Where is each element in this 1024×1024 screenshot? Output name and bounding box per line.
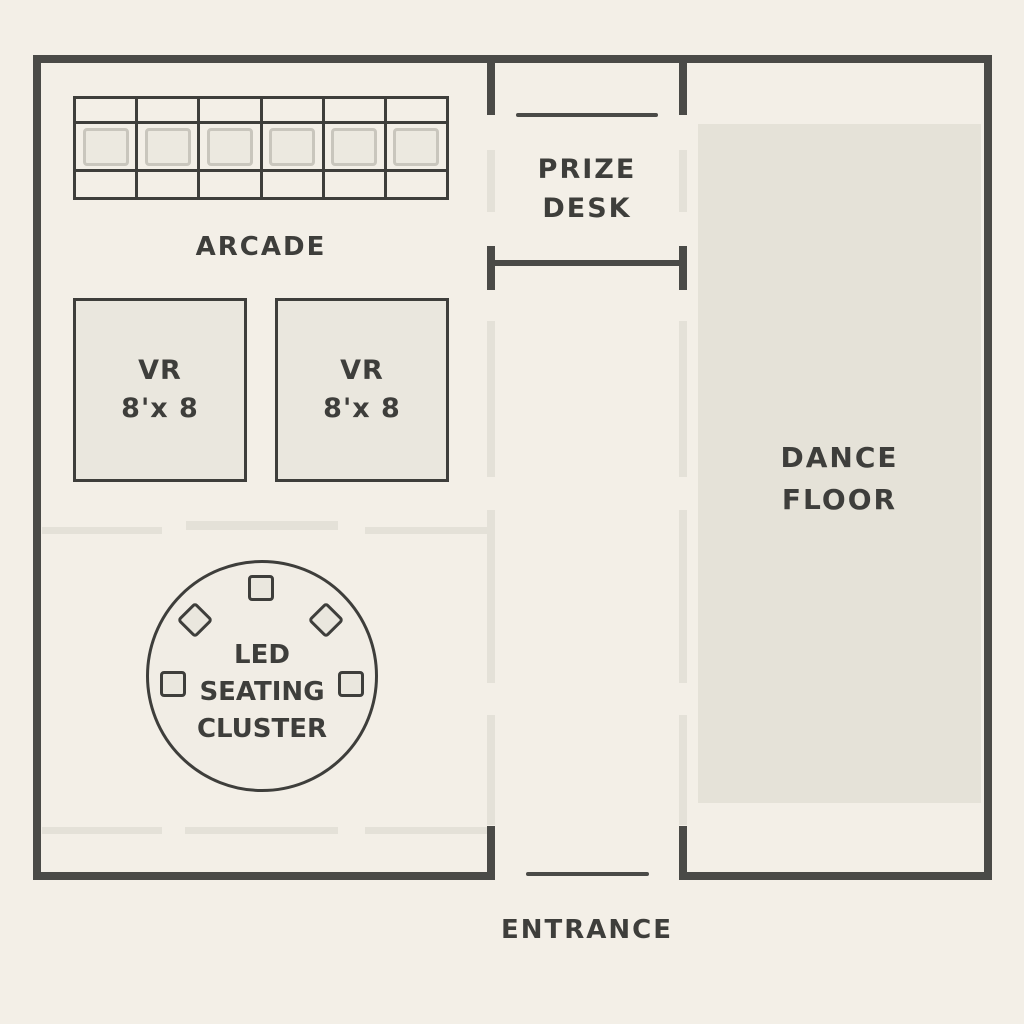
corridor-partition <box>679 321 687 477</box>
wall-right-bottom <box>679 872 992 880</box>
arcade-machine-top <box>324 99 384 121</box>
prize-desk-counter-top <box>516 113 658 117</box>
vr-pod-size: 8'x 8 <box>323 393 401 424</box>
wall-corridor-right-top <box>679 55 687 115</box>
vr-pod-label: VR <box>138 355 182 386</box>
seating-zone-partition <box>365 527 495 534</box>
led-seating-cluster[interactable]: LED SEATING CLUSTER <box>146 560 378 792</box>
dance-floor-label-line2: FLOOR <box>781 483 898 516</box>
dance-floor[interactable]: DANCE FLOOR <box>698 124 981 803</box>
prize-desk-post-left <box>487 246 495 290</box>
seating-zone-partition <box>365 827 487 834</box>
corridor-partition <box>487 321 495 477</box>
arcade-machine-top <box>76 99 136 121</box>
wall-corridor-top <box>487 55 687 63</box>
seating-zone-partition <box>185 827 338 834</box>
seat-icon <box>160 671 186 697</box>
entrance-door-line <box>526 872 649 876</box>
wall-right-top <box>679 55 992 63</box>
arcade-machine[interactable] <box>138 124 198 169</box>
arcade-screen-icon <box>269 127 316 166</box>
arcade-machines-grid <box>73 96 449 200</box>
seating-zone-partition <box>186 521 338 530</box>
seating-label-line3: CLUSTER <box>196 714 328 744</box>
vr-pod-1[interactable]: VR 8'x 8 <box>73 298 247 482</box>
arcade-machine-base <box>138 172 198 197</box>
wall-left-bottom <box>33 872 495 880</box>
vr-pod-size: 8'x 8 <box>121 393 199 424</box>
seat-icon <box>176 601 214 639</box>
prize-desk-label-line2: DESK <box>542 193 632 224</box>
arcade-screen-icon <box>82 127 129 166</box>
dance-floor-label: DANCE FLOOR <box>698 437 981 521</box>
wall-left <box>33 55 41 880</box>
corridor-partition <box>679 715 687 825</box>
arcade-machine-base <box>200 172 260 197</box>
arcade-machine-base <box>262 172 322 197</box>
seat-icon <box>248 575 274 601</box>
arcade-machine-base <box>76 172 136 197</box>
wall-corridor-left-bottom <box>487 826 495 880</box>
corridor-partition <box>679 510 687 683</box>
prize-desk-label: PRIZE DESK <box>495 150 679 228</box>
corridor-partition <box>487 510 495 683</box>
seating-label-line1: LED <box>234 640 290 670</box>
dance-floor-label-line1: DANCE <box>780 441 899 474</box>
arcade-machine-base <box>324 172 384 197</box>
seating-zone-partition <box>42 527 162 534</box>
arcade-machine-top <box>262 99 322 121</box>
corridor-partition <box>679 150 687 212</box>
seating-zone-partition <box>42 827 162 834</box>
arcade-screen-icon <box>144 127 191 166</box>
arcade-machine[interactable] <box>262 124 322 169</box>
arcade-label: ARCADE <box>195 232 327 262</box>
arcade-screen-icon <box>331 127 378 166</box>
arcade-screen-icon <box>393 127 440 166</box>
arcade-machine-top <box>386 99 446 121</box>
arcade-screen-icon <box>206 127 253 166</box>
seating-cluster-label: LED SEATING CLUSTER <box>179 637 345 748</box>
wall-right <box>984 55 992 880</box>
corridor-partition <box>487 715 495 825</box>
seat-icon <box>338 671 364 697</box>
seating-label-line2: SEATING <box>199 677 325 707</box>
entrance-label: ENTRANCE <box>501 915 673 945</box>
prize-desk-post-right <box>679 246 687 290</box>
wall-corridor-right-bottom <box>679 826 687 880</box>
corridor-partition <box>487 150 495 212</box>
prize-desk-label-line1: PRIZE <box>537 154 637 185</box>
arcade-machine[interactable] <box>76 124 136 169</box>
vr-pod-2[interactable]: VR 8'x 8 <box>275 298 449 482</box>
prize-desk-counter-bottom <box>495 260 681 266</box>
arcade-machine[interactable] <box>200 124 260 169</box>
wall-corridor-left-top <box>487 55 495 115</box>
wall-left-top <box>33 55 493 63</box>
seat-icon <box>307 601 345 639</box>
arcade-machine-base <box>386 172 446 197</box>
vr-pod-label: VR <box>340 355 384 386</box>
arcade-machine[interactable] <box>386 124 446 169</box>
arcade-machine-top <box>200 99 260 121</box>
arcade-machine[interactable] <box>324 124 384 169</box>
arcade-machine-top <box>138 99 198 121</box>
